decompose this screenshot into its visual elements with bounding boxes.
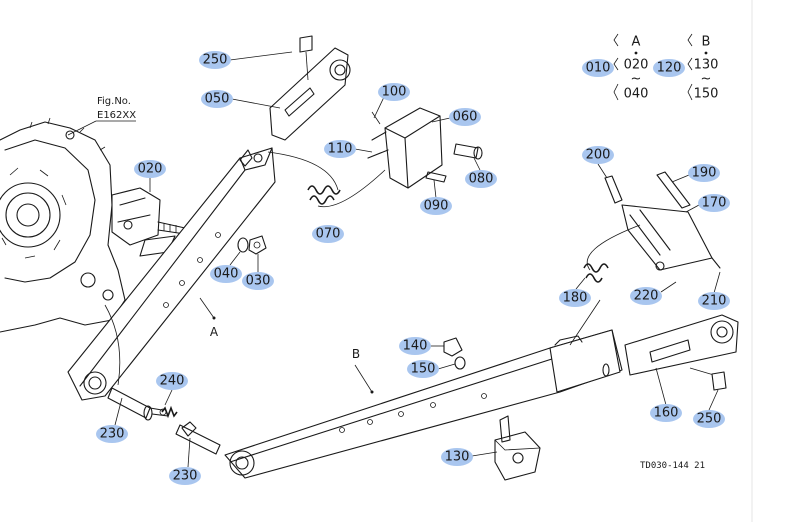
callout-160: 160 [650, 367, 682, 422]
callout-120: 120 [653, 59, 685, 77]
range-legend-b: B 130 ~ 150 [687, 33, 719, 102]
link-pin-bracket [494, 415, 541, 481]
svg-text:250: 250 [697, 412, 722, 427]
svg-text:140: 140 [403, 339, 428, 354]
svg-text:090: 090 [424, 199, 449, 214]
assembly-label-b: B [352, 347, 360, 361]
stabilizer-plate-b [569, 171, 721, 346]
spring-a [267, 151, 386, 208]
svg-text:080: 080 [469, 172, 494, 187]
callout-070: 070 [312, 225, 344, 243]
lower-link-b: B [224, 329, 623, 479]
callout-250a: 250 [199, 51, 293, 69]
callout-180: 180 [559, 277, 591, 307]
svg-text:240: 240 [160, 374, 185, 389]
callout-080: 080 [465, 157, 497, 188]
callout-250b: 250 [693, 389, 725, 428]
nut-washer-b [443, 337, 466, 370]
leader-curve-housing [104, 304, 121, 386]
assembly-label-a: A [210, 325, 219, 339]
svg-text:070: 070 [316, 227, 341, 242]
svg-text:190: 190 [692, 166, 717, 181]
svg-text:020: 020 [624, 58, 649, 73]
svg-text:160: 160 [654, 406, 679, 421]
callout-240: 240 [156, 372, 188, 406]
lower-link-a: A [67, 147, 276, 401]
svg-text:100: 100 [382, 85, 407, 100]
stabilizer-bracket [367, 107, 483, 189]
svg-text:030: 030 [246, 274, 271, 289]
pin-assembly [107, 387, 221, 455]
svg-text:060: 060 [453, 110, 478, 125]
figure-reference: Fig.No. E162XX [67, 96, 136, 136]
fig-no-label: Fig.No. [97, 96, 131, 107]
nut-washer-a [237, 235, 267, 255]
callout-140: 140 [399, 337, 444, 355]
svg-text:130: 130 [694, 58, 719, 73]
svg-text:200: 200 [586, 148, 611, 163]
fig-no-value: E162XX [97, 110, 136, 121]
callout-230b: 230 [169, 437, 201, 485]
svg-text:230: 230 [100, 427, 125, 442]
svg-text:110: 110 [328, 142, 353, 157]
svg-text:050: 050 [205, 92, 230, 107]
svg-text:150: 150 [694, 87, 719, 102]
link-end-plate [624, 314, 739, 391]
svg-text:040: 040 [214, 267, 239, 282]
callout-050: 050 [201, 90, 281, 109]
svg-text:170: 170 [702, 196, 727, 211]
callout-090: 090 [420, 179, 452, 215]
svg-text:230: 230 [173, 469, 198, 484]
callout-200: 200 [582, 146, 614, 179]
callout-170: 170 [685, 194, 730, 213]
callout-030: 030 [242, 254, 274, 290]
svg-text:A: A [632, 35, 641, 50]
svg-text:010: 010 [586, 61, 611, 76]
svg-text:220: 220 [634, 289, 659, 304]
callout-130: 130 [441, 448, 498, 466]
callout-110: 110 [324, 140, 373, 158]
svg-text:250: 250 [203, 53, 228, 68]
spring-b [583, 263, 609, 283]
check-chain-plate [269, 35, 351, 141]
callout-150: 150 [407, 360, 456, 378]
callout-220: 220 [630, 281, 677, 305]
svg-text:130: 130 [445, 450, 470, 465]
svg-text:020: 020 [138, 162, 163, 177]
svg-text:120: 120 [657, 61, 682, 76]
rear-axle-housing [0, 117, 126, 333]
callout-100: 100 [373, 83, 410, 119]
range-legend-a: A 020 ~ 040 [613, 33, 649, 102]
svg-text:~: ~ [701, 72, 712, 87]
callout-230a: 230 [96, 397, 128, 443]
callout-010: 010 [582, 59, 614, 77]
callout-020: 020 [134, 160, 166, 192]
svg-text:150: 150 [411, 362, 436, 377]
svg-text:210: 210 [702, 294, 727, 309]
svg-text:B: B [702, 35, 711, 50]
svg-text:040: 040 [624, 87, 649, 102]
callout-040: 040 [210, 251, 242, 283]
callout-060: 060 [431, 108, 481, 126]
callout-190: 190 [671, 164, 720, 183]
svg-text:180: 180 [563, 291, 588, 306]
svg-text:~: ~ [631, 72, 642, 87]
drawing-code: TD030-144 21 [640, 461, 705, 471]
callout-210: 210 [698, 271, 730, 310]
